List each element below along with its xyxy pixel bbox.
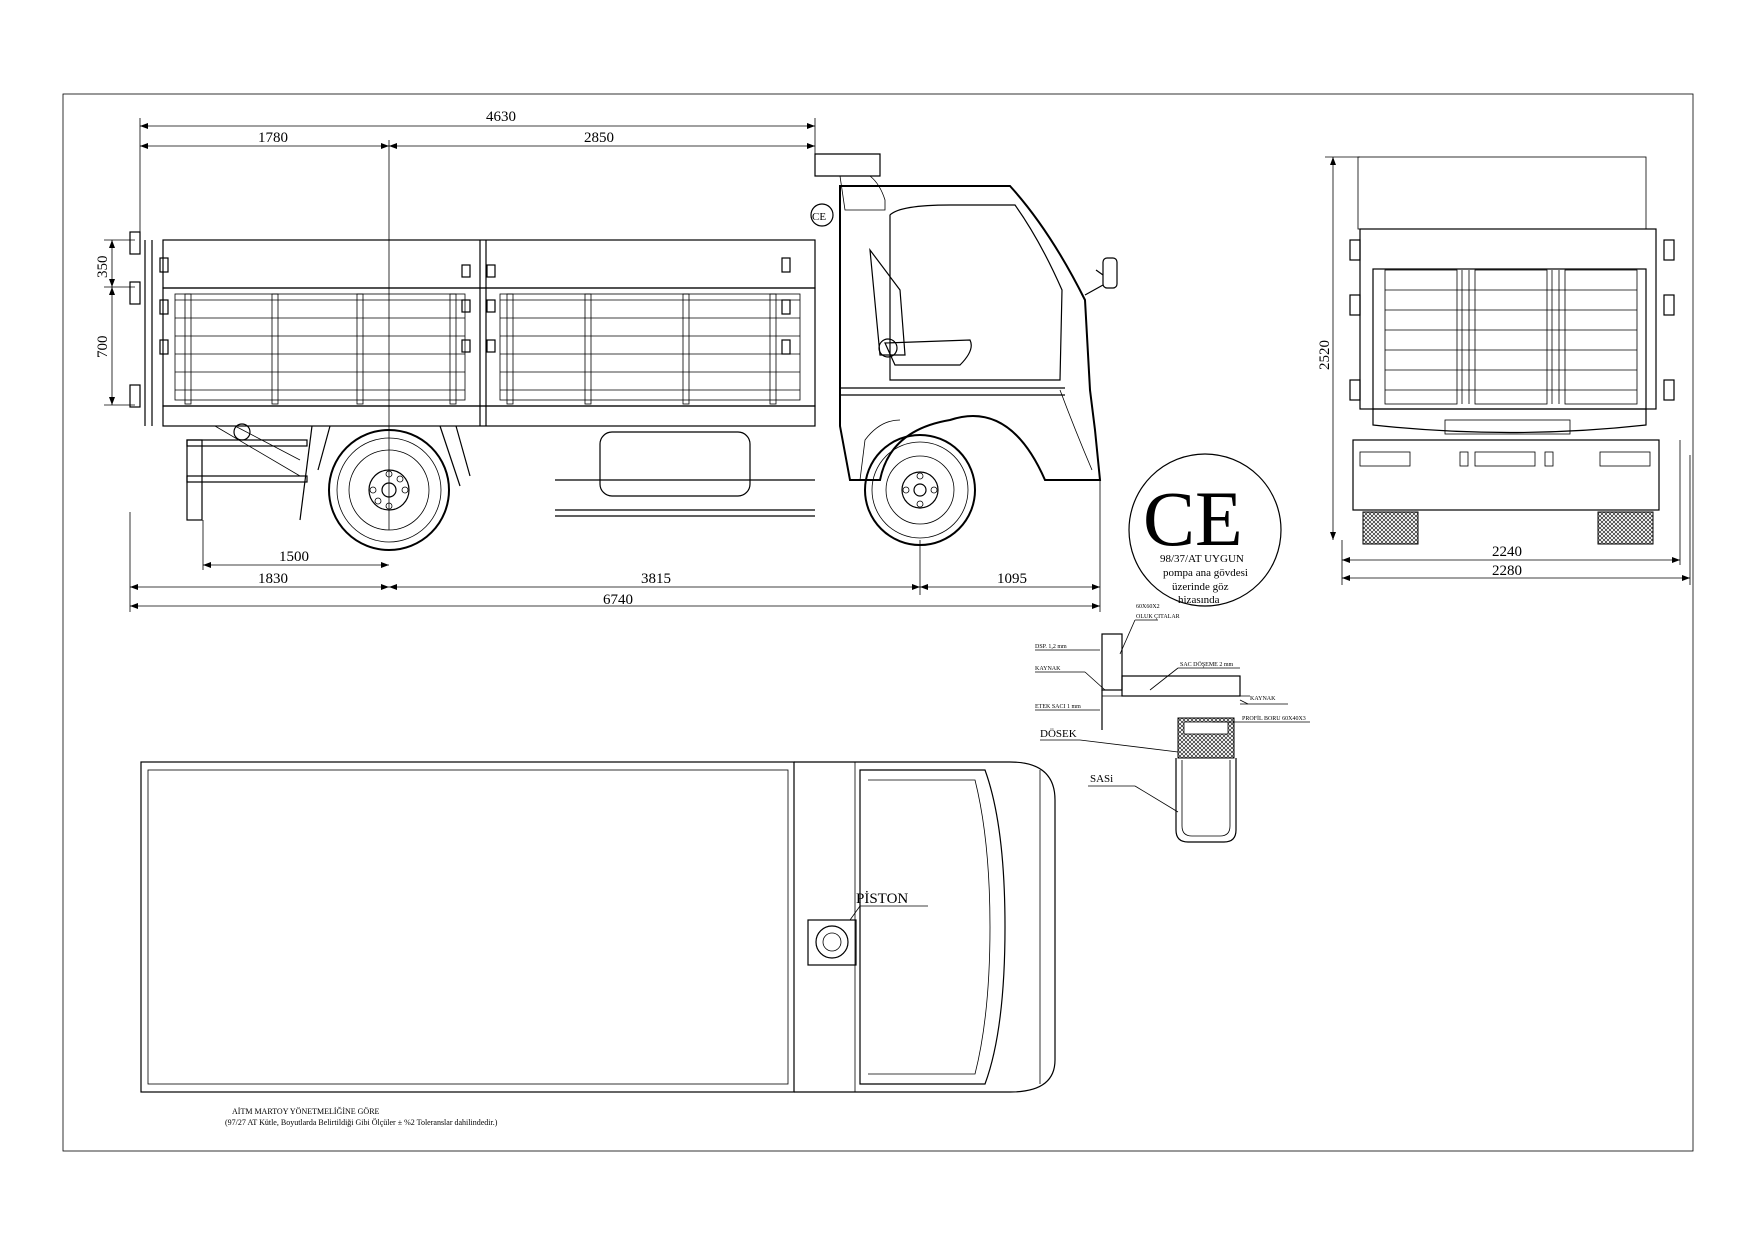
label-dsp: DSP. 1,2 mm [1035, 644, 1067, 650]
label-kaynak-1: KAYNAK [1035, 666, 1061, 672]
cab-ce-badge: CE [812, 211, 826, 223]
side-view: 4630 1780 2850 350 700 [95, 109, 1118, 612]
top-view: PİSTON [140, 761, 1056, 1093]
dim-2520: 2520 [1317, 340, 1333, 370]
label-dosek: DÖSEK [1040, 728, 1077, 740]
fuel-tank [555, 431, 815, 517]
chassis-rear [186, 423, 471, 521]
footer-note-2: (97/27 AT Kütle, Boyutlarda Belirtildiği… [225, 1118, 498, 1127]
dim-1780: 1780 [258, 130, 288, 146]
label-etek-saci: ETEK SACI 1 mm [1035, 704, 1081, 710]
ce-line-2: pompa ana gövdesi [1163, 567, 1248, 579]
right-panel-slats [499, 293, 801, 405]
label-profile: 60X60X2 [1136, 604, 1160, 610]
ce-stamp: CE 98/37/AT UYGUN pompa ana gövdesi üzer… [1128, 453, 1282, 607]
ce-line-4: hizasında [1178, 594, 1220, 606]
cab: CE [810, 153, 1118, 481]
section-detail: 60X60X2 OLUK ÇITALAR DSP. 1,2 mm KAYNAK … [1035, 604, 1310, 843]
dim-6740: 6740 [603, 592, 633, 608]
footer-notes: AİTM MARTOY YÖNETMELİĞİNE GÖRE (97/27 AT… [225, 1106, 498, 1127]
label-profil-boru: PROFİL BORU 60X40X3 [1242, 715, 1306, 722]
ce-mark: CE [1143, 475, 1243, 562]
ce-line-1: 98/37/AT UYGUN [1160, 553, 1244, 565]
footer-note-1: AİTM MARTOY YÖNETMELİĞİNE GÖRE [232, 1106, 380, 1116]
label-sac-doseme: SAC DÖŞEME 2 mm [1180, 661, 1234, 668]
rear-wheel [328, 429, 450, 551]
label-kaynak-2: KAYNAK [1250, 696, 1276, 702]
dim-2280: 2280 [1492, 563, 1522, 579]
dim-3815: 3815 [641, 571, 671, 587]
label-oluk: OLUK ÇITALAR [1136, 614, 1180, 620]
dim-top: 4630 1780 2850 [139, 109, 816, 530]
dim-350: 350 [95, 256, 111, 279]
dim-2240: 2240 [1492, 544, 1522, 560]
dim-bottom: 1500 1830 3815 1095 6740 [129, 480, 1101, 612]
rear-view: 2520 2240 2280 [1317, 156, 1691, 585]
dim-4630: 4630 [486, 109, 516, 125]
dim-700: 700 [95, 336, 111, 359]
dim-2850: 2850 [584, 130, 614, 146]
drawing-border [62, 93, 1694, 1152]
dim-1500: 1500 [279, 549, 309, 565]
label-sasi: SASi [1090, 773, 1113, 785]
rear-panels [1384, 269, 1638, 405]
dim-1830: 1830 [258, 571, 288, 587]
left-panel-slats [174, 293, 466, 405]
front-wheel [864, 434, 976, 546]
ce-line-3: üzerinde göz [1172, 581, 1229, 593]
dim-1095: 1095 [997, 571, 1027, 587]
piston-label: PİSTON [856, 891, 908, 907]
latches [159, 257, 791, 355]
cargo-bed [129, 231, 816, 427]
dim-left: 350 700 [95, 239, 135, 406]
